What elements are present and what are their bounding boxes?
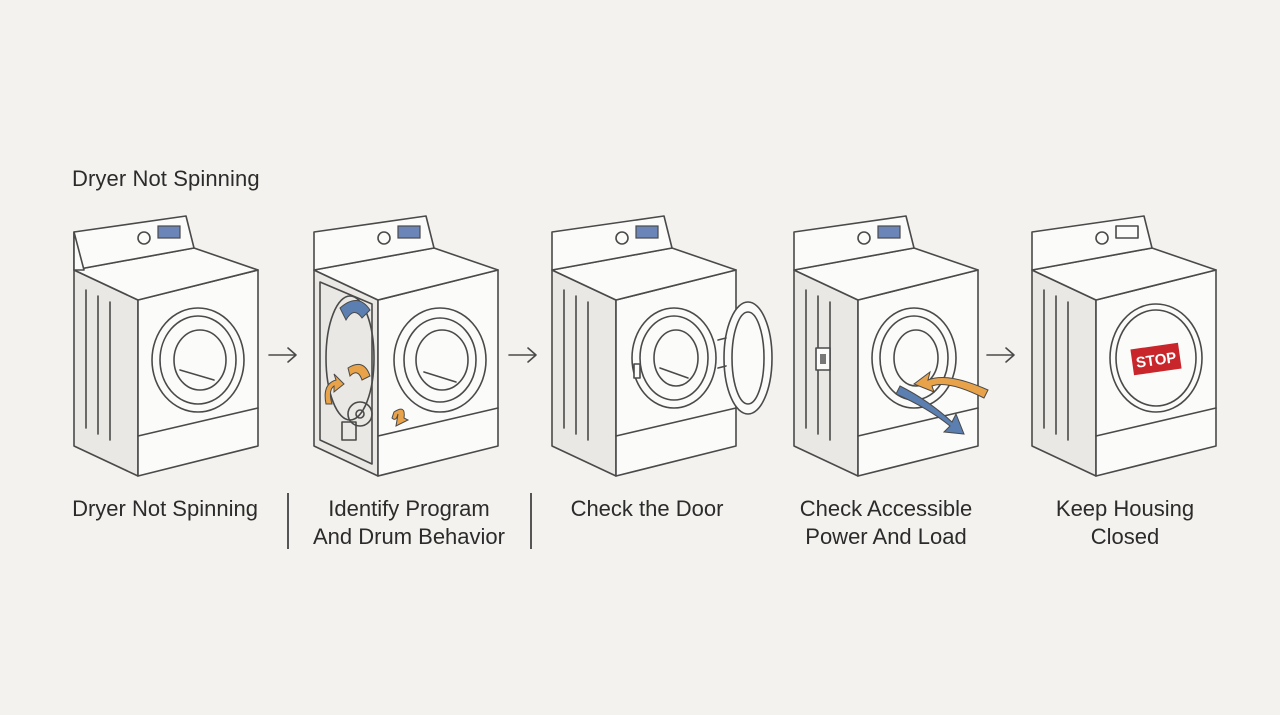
step-label-4: Check Accessible Power And Load (799, 496, 973, 549)
divider (530, 493, 532, 549)
divider (287, 493, 289, 549)
power-load-dryer-icon (788, 208, 989, 483)
step-label-2: Identify Program And Drum Behavior (313, 496, 505, 549)
open-door-dryer-icon (546, 208, 773, 483)
step-label-5: Keep Housing Closed (1055, 496, 1195, 549)
step-label-3: Check the Door (570, 496, 724, 521)
arrow-right-icon (508, 347, 537, 363)
step-label-1: Dryer Not Spinning (72, 496, 258, 521)
stop-dryer-icon: STOP (1026, 208, 1226, 483)
open-panel-dryer-icon (308, 208, 508, 483)
stop-sign-text: STOP (1135, 349, 1178, 371)
dryer-icon (68, 208, 268, 483)
arrow-right-icon (268, 347, 297, 363)
diagram-title: Dryer Not Spinning (72, 166, 260, 191)
arrow-right-icon (986, 347, 1015, 363)
